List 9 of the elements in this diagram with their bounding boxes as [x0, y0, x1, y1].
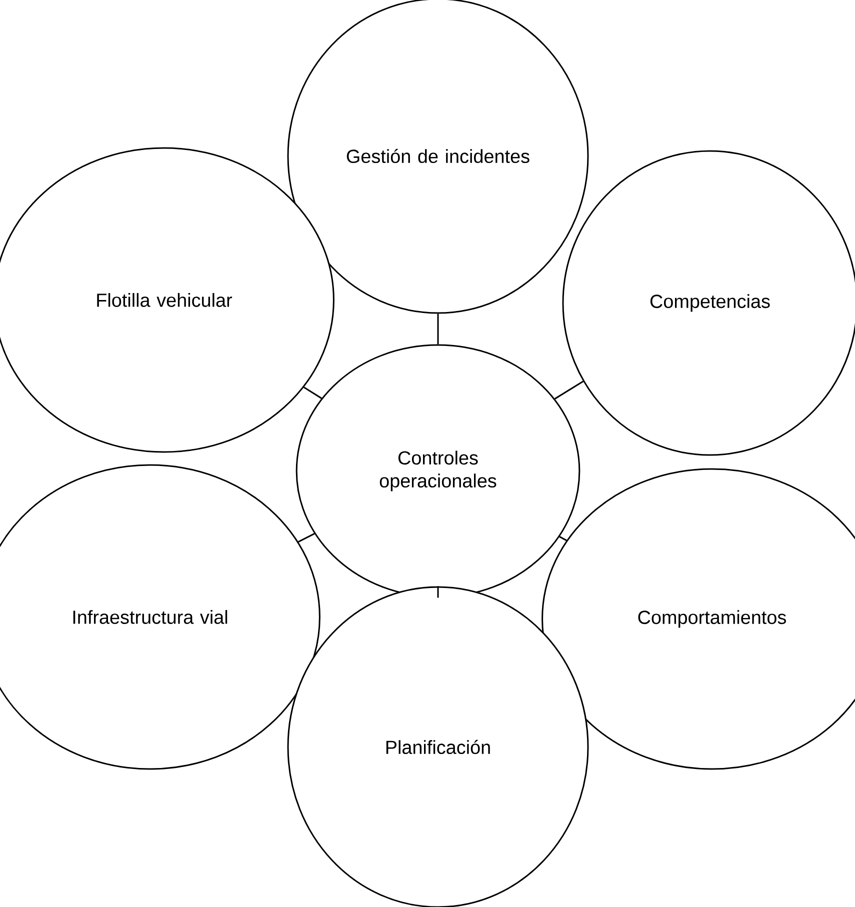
connector-line: [303, 386, 322, 399]
connector-line: [437, 586, 439, 598]
connector-line: [298, 532, 315, 542]
circle-node: Controles operacionales: [296, 344, 580, 598]
connector-line: [437, 314, 439, 344]
connector-line: [554, 380, 584, 400]
circle-node: Planificación: [287, 586, 589, 907]
connector-line: [559, 536, 567, 542]
node-label: Planificación: [386, 740, 490, 754]
